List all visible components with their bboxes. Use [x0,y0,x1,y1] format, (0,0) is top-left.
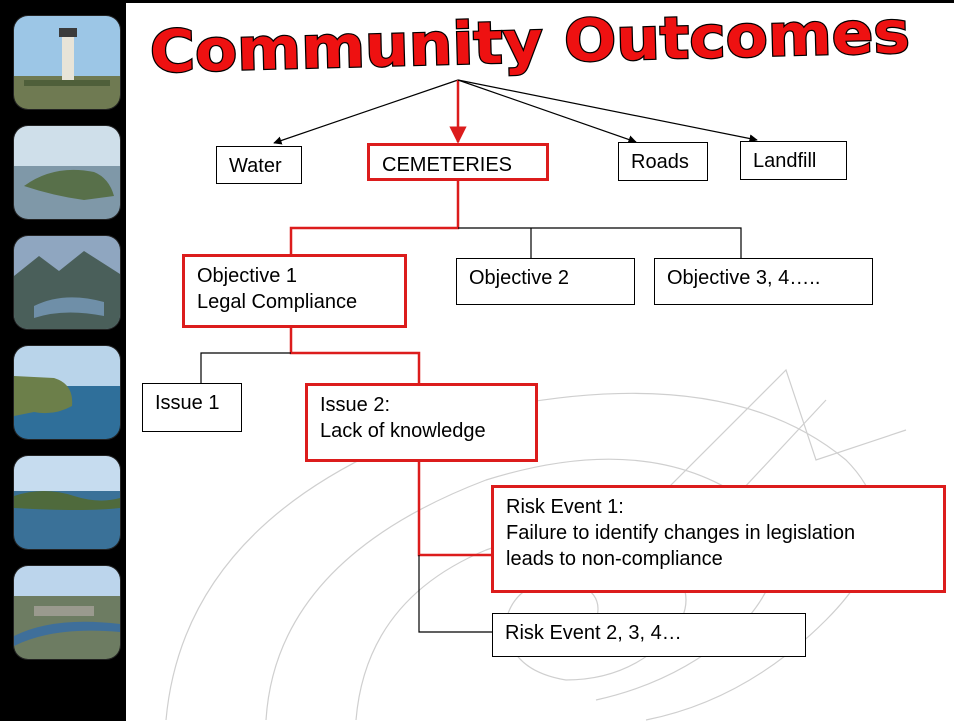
connector-objective1-issue2 [289,328,421,386]
node-landfill: Landfill [740,141,847,180]
node-risk-event-2: Risk Event 2, 3, 4… [492,613,806,657]
node-objective-3: Objective 3, 4….. [654,258,873,305]
connector-issue2-risk2 [418,555,492,633]
headland-aerial-photo [14,126,120,219]
node-issue-2: Issue 2: Lack of knowledge [305,383,538,462]
lake-bay-photo [14,456,120,549]
page-title: Community Outcomes [148,2,912,87]
connector-issue2-risk1 [417,462,492,557]
arrow-to-water [273,79,459,145]
node-water: Water [216,146,302,184]
mountain-sound-photo [14,236,120,329]
node-roads: Roads [618,142,708,181]
node-risk-event-1: Risk Event 1: Failure to identify change… [491,485,946,593]
top-rule [126,0,954,3]
lighthouse-tower-photo [14,16,120,109]
arrow-to-roads [457,79,637,144]
node-objective-1: Objective 1 Legal Compliance [182,254,407,328]
connector-objectives [458,227,742,258]
node-objective-2: Objective 2 [456,258,635,305]
arrow-to-landfill [457,79,758,143]
connector-objective1-issue1 [200,352,291,383]
river-town-photo [14,566,120,659]
node-cemeteries: CEMETERIES [367,143,549,181]
connector-cemeteries-objective1 [289,180,460,257]
node-issue-1: Issue 1 [142,383,242,432]
photo-sidebar [0,0,126,721]
coastal-cliff-photo [14,346,120,439]
